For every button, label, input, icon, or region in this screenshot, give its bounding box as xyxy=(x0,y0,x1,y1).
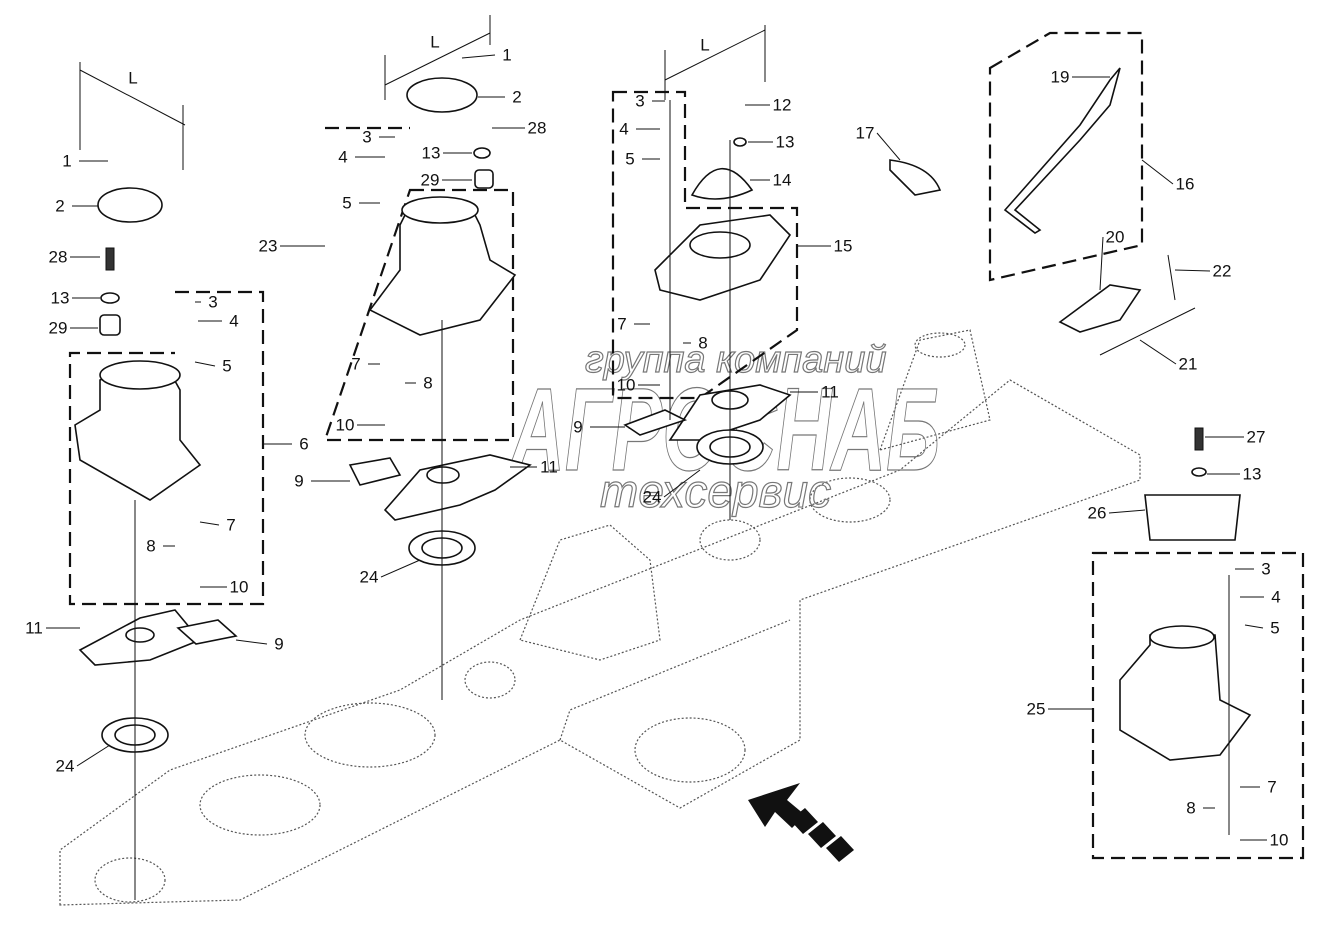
callout-label: 7 xyxy=(617,315,626,334)
assembly-box-23 xyxy=(323,126,515,442)
callout-label: 8 xyxy=(146,537,155,556)
callout-label: 23 xyxy=(259,237,278,256)
callout-label: 16 xyxy=(1176,175,1195,194)
callout-label: 3 xyxy=(1261,560,1270,579)
callout-label: 9 xyxy=(274,635,283,654)
callout-label: 15 xyxy=(834,237,853,256)
cutter-bar xyxy=(59,329,1141,906)
direction-arrow-icon xyxy=(748,783,854,862)
callout-label: 24 xyxy=(643,488,662,507)
callout-label: 8 xyxy=(423,374,432,393)
callout-label: 13 xyxy=(422,144,441,163)
leader-line xyxy=(199,521,220,526)
callout-label: 28 xyxy=(528,119,547,138)
leader-line xyxy=(876,132,901,161)
callout-label: 11 xyxy=(821,383,839,402)
callout-label: 7 xyxy=(1267,778,1276,797)
leader-line xyxy=(1174,269,1211,272)
watermark-line1: группа компаний xyxy=(585,339,886,381)
callout-label: 14 xyxy=(773,171,792,190)
callout-label: 21 xyxy=(1179,355,1198,374)
watermark-line3: техсервис xyxy=(600,465,831,517)
callout-label: 7 xyxy=(351,355,360,374)
callout-label: 8 xyxy=(1186,799,1195,818)
callout-label: L xyxy=(430,33,439,52)
callout-label: 12 xyxy=(773,96,792,115)
leader-line xyxy=(663,469,701,498)
callout-label: 10 xyxy=(336,416,355,435)
callout-label: 3 xyxy=(635,92,644,111)
callout-label: 25 xyxy=(1027,700,1046,719)
callout-label: 1 xyxy=(62,152,71,171)
callout-label: 10 xyxy=(230,578,249,597)
leader-line xyxy=(1244,624,1264,629)
callout-label: 20 xyxy=(1106,228,1125,247)
leader-line xyxy=(1139,339,1177,365)
callout-label: 26 xyxy=(1088,504,1107,523)
callout-label: 27 xyxy=(1247,428,1266,447)
callout-label: 4 xyxy=(619,120,628,139)
callout-label: 2 xyxy=(55,197,64,216)
callout-label: 4 xyxy=(338,148,347,167)
callout-label: 19 xyxy=(1051,68,1070,87)
callout-label: 13 xyxy=(1243,465,1262,484)
callout-label: 4 xyxy=(229,312,238,331)
callout-label: 22 xyxy=(1213,262,1232,281)
callout-label: 11 xyxy=(540,458,558,477)
callout-label: 11 xyxy=(25,619,43,638)
leader-line xyxy=(235,639,268,645)
parts xyxy=(74,67,1252,900)
callout-label: 17 xyxy=(856,124,875,143)
leader-line xyxy=(76,744,111,767)
callout-label: L xyxy=(700,36,709,55)
callout-label: L xyxy=(128,69,137,88)
leader-line xyxy=(194,361,216,367)
assembly-box-15 xyxy=(611,90,799,400)
callout-label: 3 xyxy=(208,293,217,312)
callout-label: 3 xyxy=(362,128,371,147)
callout-label: 8 xyxy=(698,334,707,353)
callout-label: 5 xyxy=(1270,619,1279,638)
callout-label: 9 xyxy=(573,418,582,437)
callout-label: 9 xyxy=(294,472,303,491)
leader-line xyxy=(380,559,421,578)
assembly-box-6 xyxy=(68,290,265,606)
callout-label: 1 xyxy=(502,46,511,65)
leader-line xyxy=(461,54,496,59)
callout-label: 7 xyxy=(226,516,235,535)
callout-label: 28 xyxy=(49,248,68,267)
callout-label: 24 xyxy=(360,568,379,587)
callouts: L122813293456781011924L12281329345237810… xyxy=(25,33,1288,850)
leader-line xyxy=(1108,509,1146,514)
callout-label: 29 xyxy=(49,319,68,338)
callout-label: 4 xyxy=(1271,588,1280,607)
callout-label: 6 xyxy=(299,435,308,454)
leader-line xyxy=(1099,236,1104,291)
callout-label: 13 xyxy=(776,133,795,152)
callout-label: 5 xyxy=(222,357,231,376)
assembly-box-25 xyxy=(1091,551,1305,860)
callout-label: 5 xyxy=(342,194,351,213)
callout-label: 5 xyxy=(625,150,634,169)
leader-line xyxy=(1141,159,1174,185)
assembly-boxes xyxy=(68,31,1305,860)
callout-label: 24 xyxy=(56,757,75,776)
dimension-marks xyxy=(79,15,766,170)
callout-label: 29 xyxy=(421,171,440,190)
callout-label: 13 xyxy=(51,289,70,308)
callout-label: 2 xyxy=(512,88,521,107)
callout-label: 10 xyxy=(1270,831,1289,850)
callout-label: 10 xyxy=(617,376,636,395)
